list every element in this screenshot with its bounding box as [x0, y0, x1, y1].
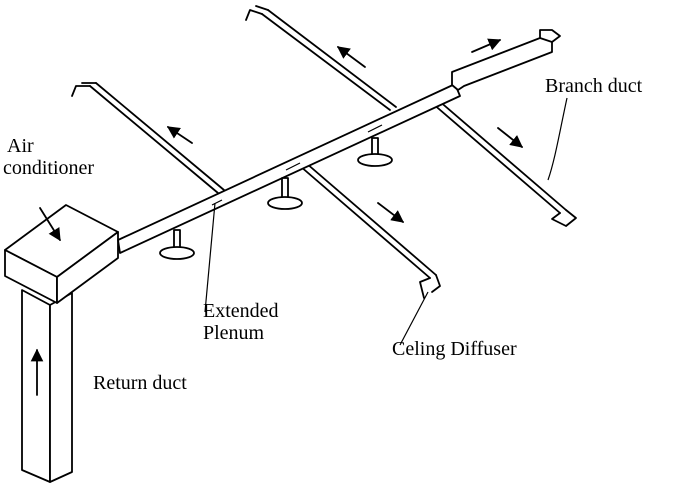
branch-duct-top-right	[451, 29, 561, 91]
air-conditioner-label-line1: Air	[7, 135, 34, 157]
flow-arrow-left-branch	[166, 126, 193, 144]
flow-arrow-rear-branch	[336, 46, 366, 68]
return-duct	[21, 289, 73, 483]
flow-arrow-right-branch	[497, 127, 523, 148]
leader-extended-plenum	[204, 202, 216, 313]
extended-plenum	[117, 83, 461, 254]
air-conditioner-unit	[4, 204, 119, 304]
branch-duct-rear-right	[245, 5, 397, 111]
leader-ceiling-diffuser	[399, 291, 429, 346]
branch-duct-label: Branch duct	[545, 75, 643, 97]
ceiling-diffuser-3	[357, 137, 393, 167]
branch-duct-front-right	[431, 99, 577, 227]
air-conditioner-arrow	[39, 207, 61, 242]
return-duct-label: Return duct	[93, 372, 187, 394]
leader-branch-duct	[547, 97, 568, 181]
ceiling-diffuser-label: Celing Diffuser	[392, 338, 517, 360]
flow-arrow-front-branch	[377, 202, 405, 223]
extended-plenum-label-line1: Extended	[203, 300, 279, 322]
flow-arrow-top-right	[471, 38, 502, 53]
extended-plenum-label-line2: Plenum	[203, 322, 265, 344]
branch-duct-rear-left	[71, 82, 225, 194]
air-conditioner-label-line2: conditioner	[3, 157, 95, 179]
ceiling-diffuser-1	[159, 229, 195, 260]
ceiling-diffuser-2	[267, 177, 303, 210]
branch-duct-front-left	[299, 162, 441, 299]
